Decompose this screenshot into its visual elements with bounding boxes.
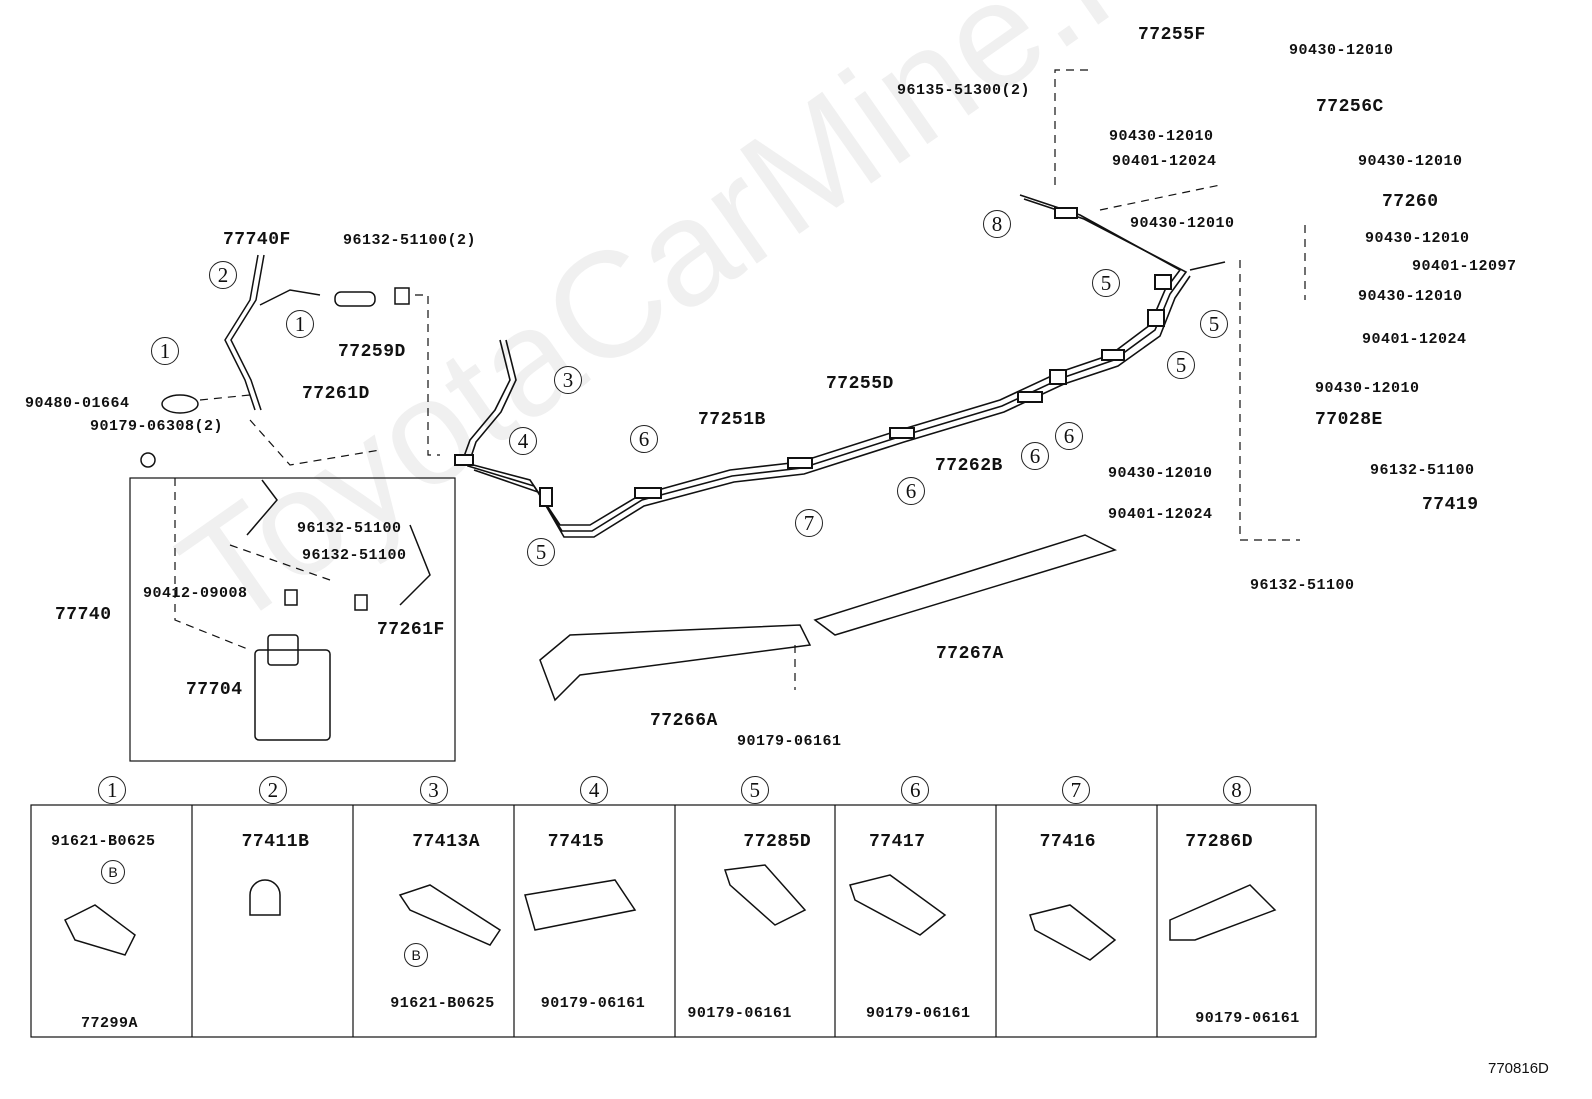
table-header-callout-6: 6	[901, 776, 930, 804]
part-label: 96135-51300(2)	[897, 82, 1031, 99]
callout-6: 6	[897, 477, 925, 505]
callout-8: 8	[983, 210, 1011, 238]
table-part-label: 77299A	[81, 1015, 139, 1032]
table-header-callout-7: 7	[1061, 776, 1090, 804]
canister-box	[129, 477, 456, 762]
part-label: 77419	[1422, 495, 1479, 515]
callout-5: 5	[1092, 269, 1120, 297]
table-part-label: 90179-06161	[540, 995, 646, 1012]
table-part-label: 77411B	[241, 832, 310, 852]
part-label: 90412-09008	[143, 585, 248, 602]
part-label: 77261F	[377, 620, 445, 640]
callout-1: 1	[286, 310, 314, 338]
part-label: 96132-51100	[1370, 462, 1475, 479]
part-label: 90430-12010	[1109, 128, 1214, 145]
table-header-callout-2: 2	[258, 776, 287, 804]
bolt-mark-b: B	[404, 943, 429, 967]
part-label: 77260	[1382, 192, 1439, 212]
table-header-callout-1: 1	[98, 776, 127, 804]
fuel-tube-bundle	[460, 194, 1226, 538]
part-label: 77261D	[302, 384, 370, 404]
table-part-label: 90179-06161	[687, 1005, 792, 1022]
rail-77267A	[813, 534, 1118, 636]
part-label: 90401-12024	[1112, 153, 1217, 170]
part-label: 96132-51100	[1250, 577, 1355, 594]
part-label: 77255D	[826, 374, 894, 394]
table-part-label: 90179-06161	[1195, 1010, 1300, 1027]
part-label: 90430-12010	[1365, 230, 1470, 247]
part-label: 90430-12010	[1289, 42, 1394, 59]
callout-5: 5	[1200, 310, 1228, 338]
table-part-label: 77286D	[1185, 832, 1253, 852]
part-label: 77259D	[338, 342, 406, 362]
table-part-label: 91621-B0625	[51, 833, 156, 850]
part-label: 90401-12024	[1108, 506, 1213, 523]
part-label: 96132-51100	[302, 547, 407, 564]
part-label: 90430-12010	[1358, 153, 1463, 170]
table-part-label: 77413A	[412, 832, 480, 852]
callout-1: 1	[151, 337, 179, 365]
part-label: 90430-12010	[1315, 380, 1420, 397]
callout-3: 3	[554, 366, 582, 394]
part-label: 90179-06161	[737, 733, 842, 750]
part-label: 77251B	[698, 410, 766, 430]
part-label: 77256C	[1316, 97, 1384, 117]
callout-4: 4	[509, 427, 537, 455]
part-label: 96132-51100	[297, 520, 402, 537]
part-label: 77267A	[936, 644, 1004, 664]
clamp-table-grid	[30, 804, 1317, 1038]
callout-6: 6	[630, 425, 658, 453]
part-label: 90480-01664	[25, 395, 130, 412]
table-header-callout-8: 8	[1222, 776, 1251, 804]
part-label: 77740	[55, 605, 112, 625]
figure-code: 770816D	[1488, 1060, 1549, 1077]
table-header-callout-4: 4	[580, 776, 609, 804]
callout-2: 2	[209, 261, 237, 289]
table-header-callout-3: 3	[419, 776, 448, 804]
tube-clamps	[454, 207, 1172, 507]
part-label: 77028E	[1315, 410, 1383, 430]
part-label: 77255F	[1138, 25, 1206, 45]
part-label: 90430-12010	[1130, 215, 1235, 232]
rail-77266A	[539, 624, 812, 702]
part-label: 90430-12010	[1358, 288, 1463, 305]
callout-5: 5	[527, 538, 555, 566]
table-part-label: 91621-B0625	[390, 995, 495, 1012]
callout-5: 5	[1167, 351, 1195, 379]
part-label: 77262B	[935, 456, 1003, 476]
charcoal-canister	[246, 479, 431, 741]
part-label: 90401-12097	[1412, 258, 1517, 275]
table-part-label: 77417	[869, 832, 926, 852]
callout-6: 6	[1055, 422, 1083, 450]
bolt-mark-b: B	[101, 860, 125, 884]
vapor-tubes-left	[140, 254, 410, 468]
table-part-label: 77416	[1039, 832, 1097, 852]
assembly-lines	[174, 69, 1306, 690]
part-label: 96132-51100(2)	[343, 232, 477, 249]
table-header-callout-5: 5	[740, 776, 769, 804]
part-label: 77740F	[223, 230, 291, 250]
table-part-label: 77285D	[743, 832, 812, 852]
table-part-label: 77415	[547, 832, 605, 852]
part-label: 77266A	[650, 711, 718, 731]
callout-6: 6	[1021, 442, 1049, 470]
part-label: 90179-06308(2)	[90, 418, 224, 435]
callout-7: 7	[795, 509, 823, 537]
table-part-label: 90179-06161	[866, 1005, 971, 1022]
part-label: 77704	[186, 680, 243, 700]
clamp-sketches	[63, 864, 1277, 961]
part-label: 90430-12010	[1108, 465, 1213, 482]
part-label: 90401-12024	[1362, 331, 1467, 348]
